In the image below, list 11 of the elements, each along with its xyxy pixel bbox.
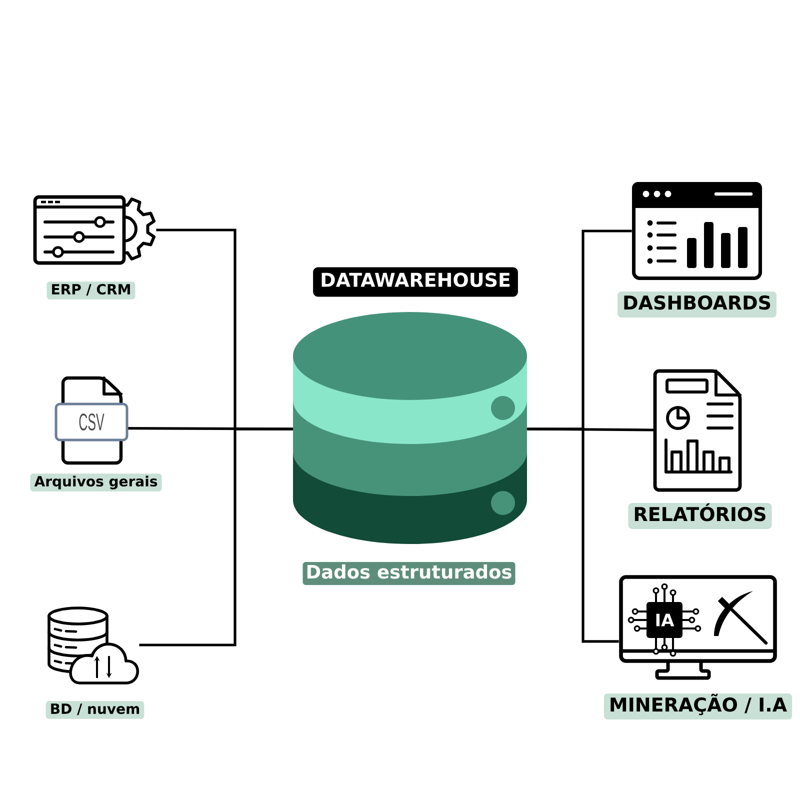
file-type-tag: CSV: [54, 402, 128, 442]
caption-tag: MINERAÇÃO / I.A: [604, 694, 792, 720]
caption-tag: ERP / CRM: [46, 282, 136, 300]
heading-tag: DATAWAREHOUSE: [313, 267, 518, 297]
connector-line: [527, 428, 619, 643]
connector-line: [139, 428, 293, 646]
caption-tag: DASHBOARDS: [618, 292, 776, 318]
caption-tag: Arquivos gerais: [30, 474, 162, 492]
caption-tag: RELATÓRIOS: [628, 503, 772, 529]
caption-tag: Dados estruturados: [302, 562, 516, 585]
caption-tag: BD / nuvem: [46, 701, 144, 719]
